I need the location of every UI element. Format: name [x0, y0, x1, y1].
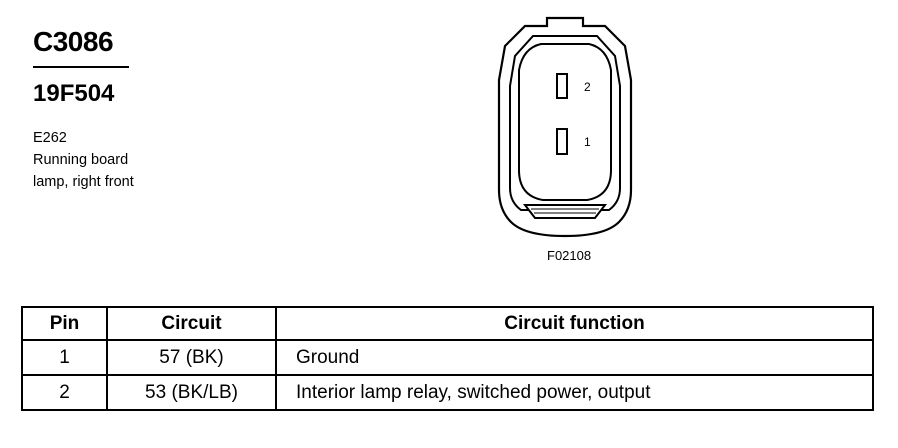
- table-header-row: Pin Circuit Circuit function: [21, 306, 874, 341]
- circuit-cell: 57 (BK): [106, 339, 277, 376]
- pin-2-terminal: [556, 73, 568, 99]
- description-line: E262: [33, 130, 67, 146]
- connector-cavity-outline: [518, 43, 612, 201]
- figure-id: F02108: [547, 248, 592, 263]
- table-row: 1 57 (BK) Ground: [21, 339, 874, 376]
- connector-description: E262 Running board lamp, right front: [33, 127, 134, 193]
- locking-tab: [522, 204, 608, 219]
- connector-face-diagram: 2 1: [497, 16, 633, 238]
- connector-id-underline: [33, 66, 129, 68]
- function-cell: Interior lamp relay, switched power, out…: [275, 374, 874, 411]
- pin-cell: 1: [21, 339, 108, 376]
- pinout-table: Pin Circuit Circuit function 1 57 (BK) G…: [21, 306, 874, 411]
- table-row: 2 53 (BK/LB) Interior lamp relay, switch…: [21, 374, 874, 411]
- pin-cell: 2: [21, 374, 108, 411]
- pin-1-label: 1: [584, 135, 591, 149]
- header-circuit: Circuit: [106, 306, 277, 341]
- description-line: lamp, right front: [33, 174, 134, 190]
- part-number: 19F504: [33, 80, 115, 107]
- connector-housing-outline: [497, 16, 633, 238]
- description-line: Running board: [33, 152, 129, 168]
- connector-shroud-outline: [509, 35, 621, 211]
- circuit-cell: 53 (BK/LB): [106, 374, 277, 411]
- pin-2-label: 2: [584, 80, 591, 94]
- function-cell: Ground: [275, 339, 874, 376]
- header-pin: Pin: [21, 306, 108, 341]
- header-circuit-function: Circuit function: [275, 306, 874, 341]
- pin-1-terminal: [556, 128, 568, 155]
- connector-id: C3086: [33, 26, 114, 57]
